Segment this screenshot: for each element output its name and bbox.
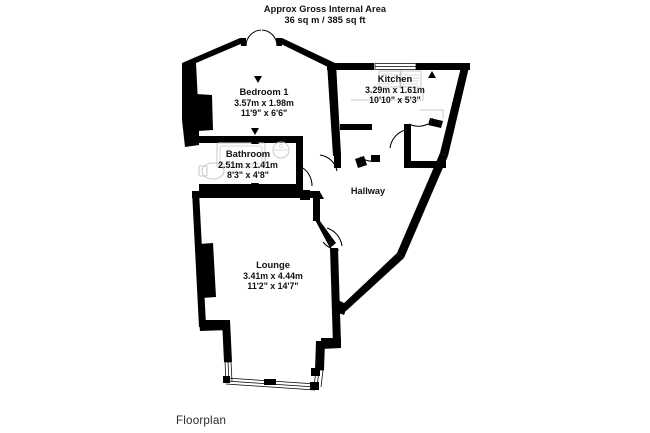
wall-cupboard-left — [404, 124, 411, 167]
wall-lounge-left-lower — [199, 320, 229, 331]
wall-cupboard-bottom — [404, 161, 446, 168]
room-dim-imperial-lounge: 11'2" x 14'7" — [247, 281, 298, 291]
gross-area-value: 36 sq m / 385 sq ft — [284, 15, 365, 25]
direction-marker-icon-kitchen — [428, 71, 436, 78]
wall-lounge-left-chimney — [199, 243, 216, 298]
wall-bedroom-peak-right — [276, 38, 282, 46]
bay-window-icon-lounge — [223, 361, 324, 391]
room-label-group: Bedroom 1 3.57m x 1.98m 11'9" x 6'6" Kit… — [218, 73, 425, 291]
wall-bedroom-left-exterior — [182, 63, 199, 147]
room-label-bedroom1: Bedroom 1 3.57m x 1.98m 11'9" x 6'6" — [234, 86, 294, 118]
counter-icon-kitchen — [351, 87, 424, 101]
wall-hall-nib-a — [334, 153, 341, 168]
window-icon-kitchen — [374, 63, 417, 70]
fixture-group — [198, 70, 444, 180]
direction-marker-group — [251, 71, 439, 257]
wall-bathroom-top — [199, 136, 303, 143]
wall-bedroom-left-chimney — [196, 94, 213, 131]
hob-icon-kitchen — [400, 70, 422, 88]
wall-top-center — [327, 63, 350, 70]
wall-lounge-right-jog — [313, 216, 336, 248]
door-swing-icon-bathroom — [302, 167, 313, 187]
direction-marker-icon-bedroom-bottom — [251, 128, 259, 135]
wall-bedroom-top-right — [279, 38, 335, 69]
door-swing-icon-hall-lounge — [322, 241, 340, 251]
direction-marker-icon-bedroom-top — [254, 76, 262, 83]
wall-lounge-top — [192, 191, 320, 198]
room-dim-metric-kitchen: 3.29m x 1.61m — [365, 85, 425, 95]
wall-bedroom-peak-left — [240, 38, 246, 46]
window-group — [223, 63, 417, 391]
wall-group — [182, 38, 470, 370]
door-swing-group — [245, 29, 429, 251]
room-dim-metric-bedroom1: 3.57m x 1.98m — [234, 98, 294, 108]
sink-icon-kitchen — [378, 70, 401, 88]
wall-hall-nib-c — [300, 190, 310, 200]
room-name-bathroom: Bathroom — [226, 148, 270, 159]
door-swing-icon-bed-left — [245, 29, 262, 47]
room-label-hallway: Hallway — [351, 186, 386, 196]
direction-marker-icon-lounge-top — [316, 192, 324, 199]
room-name-lounge: Lounge — [256, 259, 290, 270]
wall-lounge-right-bottom — [321, 338, 341, 349]
gross-area-title: Approx Gross Internal Area — [264, 4, 387, 14]
wall-lounge-right-lower — [330, 248, 341, 345]
toilet-icon-bathroom — [198, 162, 225, 180]
wall-bedroom-right — [327, 63, 341, 156]
direction-marker-icon-bathroom-bottom — [251, 183, 259, 190]
basin-icon-bathroom — [272, 141, 290, 159]
wall-kitchen-top-right — [416, 63, 470, 70]
counter-icon-kitchen-2 — [420, 109, 444, 119]
room-dim-metric-bathroom: 2.51m x 1.41m — [218, 160, 278, 170]
wall-right-exterior-lower — [397, 153, 448, 258]
wall-lounge-right-jamb — [315, 341, 325, 370]
wall-hallway-right-foot — [336, 300, 348, 315]
direction-marker-icon-bathroom-top — [251, 137, 259, 144]
door-swing-icon-hall-b — [359, 156, 381, 162]
door-swing-icon-hall-c — [389, 129, 406, 149]
wall-bathroom-right — [296, 136, 303, 190]
room-label-kitchen: Kitchen 3.29m x 1.61m 10'10" x 5'3" — [365, 73, 425, 105]
direction-marker-icon-cupboard — [432, 118, 439, 126]
room-dim-imperial-bathroom: 8'3" x 4'8" — [227, 170, 269, 180]
room-name-kitchen: Kitchen — [378, 73, 413, 84]
room-dim-imperial-kitchen: 10'10" x 5'3" — [369, 95, 421, 105]
door-swing-icon-kitchen — [408, 123, 429, 127]
room-dim-metric-lounge: 3.41m x 4.44m — [243, 271, 303, 281]
door-swing-icon-bed-right — [261, 29, 278, 47]
wall-bathroom-bottom — [199, 184, 303, 191]
wall-lounge-left-jamb — [222, 320, 232, 362]
wall-kitchen-top-left — [350, 63, 374, 70]
room-label-bathroom: Bathroom 2.51m x 1.41m 8'3" x 4'8" — [218, 148, 278, 180]
room-dim-imperial-bedroom1: 11'9" x 6'6" — [241, 108, 287, 118]
wall-kitchen-bottom-stub — [340, 124, 372, 130]
door-swing-icon-hall-entry — [326, 227, 343, 247]
direction-marker-icon-lounge-right — [331, 249, 338, 257]
wall-right-exterior-upper — [440, 63, 470, 156]
floorplan-caption: Floorplan — [176, 414, 226, 427]
wall-hallway-right — [341, 253, 404, 311]
room-name-hallway: Hallway — [351, 186, 386, 196]
wall-bedroom-top-left — [182, 38, 243, 69]
room-label-lounge: Lounge 3.41m x 4.44m 11'2" x 14'7" — [243, 259, 303, 291]
bath-icon-bathroom — [216, 142, 266, 168]
room-name-bedroom1: Bedroom 1 — [240, 86, 289, 97]
door-swing-icon-hall-a — [319, 154, 338, 172]
